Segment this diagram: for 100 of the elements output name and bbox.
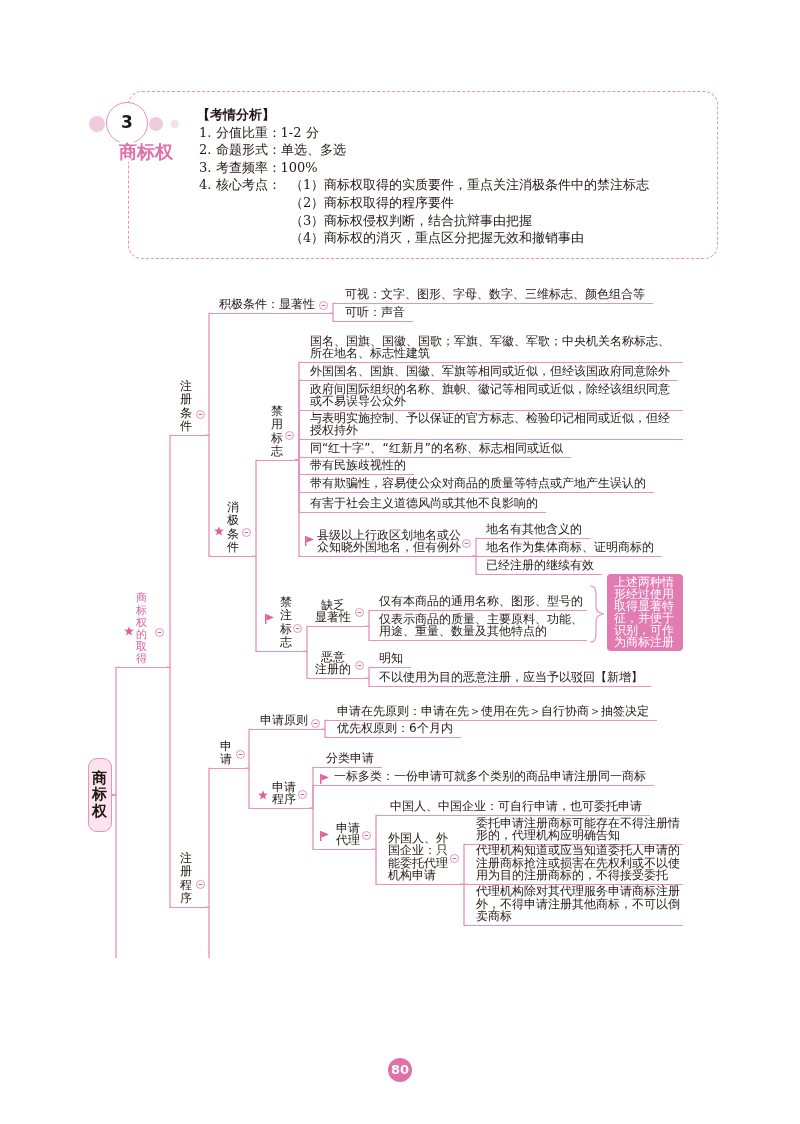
branch-line bbox=[111, 794, 117, 959]
branch-line bbox=[204, 906, 210, 959]
list-item: （4）商标权的消灭，重点区分把握无效和撤销事由 bbox=[290, 230, 585, 246]
topic-node bbox=[252, 715, 321, 730]
topic-text: 分类申请 bbox=[326, 752, 374, 765]
topic-text: 国名、国旗、国徽、国歌；军旗、军徽、军歌；中央机关名称标志、所在地名、标志性建筑 bbox=[310, 334, 671, 360]
topic-text: 注册条件 bbox=[180, 380, 192, 433]
topic-text: 县级以上行政区划地名或公众知晓外国地名，但有例外 bbox=[317, 528, 462, 554]
topic-node bbox=[302, 335, 683, 363]
topic-node bbox=[302, 478, 654, 493]
topic-node bbox=[336, 307, 413, 322]
topic-node bbox=[315, 753, 382, 768]
topic-text: 申请 bbox=[220, 739, 232, 766]
branch-line bbox=[328, 312, 337, 322]
topic-node bbox=[259, 596, 303, 652]
topic-text: 外国人、外国企业：只能委托代理机构申请 bbox=[388, 831, 449, 882]
topic-text: 不以使用为目的恶意注册，应当予以驳回【新增】 bbox=[379, 671, 643, 684]
topic-text: 带有欺骗性，容易使公众对商品的质量等特点或产地产生误认的 bbox=[310, 477, 646, 490]
topic-text: 注册程序 bbox=[180, 852, 192, 905]
topic-text: 地名有其他含义的 bbox=[486, 523, 582, 536]
branch-line bbox=[364, 677, 372, 687]
topic-node bbox=[302, 443, 571, 458]
topic-node bbox=[371, 596, 587, 611]
topic-node bbox=[302, 460, 414, 475]
topic-text: 积极条件：显著性 bbox=[219, 298, 316, 311]
list-item: 3. 考查频率：100% bbox=[199, 159, 318, 176]
topic-text: 一标多类：一份申请可就多个类别的商品申请注册同一商标 bbox=[334, 770, 646, 783]
topic-node bbox=[378, 832, 460, 885]
page-number: 80 bbox=[388, 1058, 412, 1082]
topic-text: 可听：声音 bbox=[345, 306, 405, 319]
note-box bbox=[607, 574, 683, 651]
list-item: 2. 命题形式：单选、多选 bbox=[199, 142, 346, 158]
topic-text: 明知 bbox=[379, 652, 403, 665]
topic-node bbox=[478, 524, 590, 539]
topic-node bbox=[120, 590, 166, 668]
branch-line bbox=[204, 434, 213, 557]
topic-node bbox=[467, 817, 683, 845]
list-item: （2）商标权取得的程序要件 bbox=[290, 195, 455, 211]
topic-text: 优先权原则：6个月内 bbox=[337, 722, 453, 735]
note-text: 上述两种情形经过使用取得显著特征，并便于识别，可作为商标注册 bbox=[614, 576, 675, 648]
topic-node bbox=[172, 380, 205, 436]
topic-node bbox=[212, 738, 245, 769]
topic-node bbox=[252, 779, 309, 809]
topic-text: 代理机构除对其代理服务申请商标注册外，不得申请注册其他商标，不可以倒卖商标 bbox=[476, 885, 681, 923]
topic-node bbox=[302, 383, 683, 411]
topic-text: 带有民族歧视性的 bbox=[310, 459, 406, 472]
topic-node bbox=[478, 542, 662, 557]
section-title: 商标权 bbox=[119, 142, 173, 162]
topic-text: 委托申请注册商标可能存在不得注册情形的，代理机构应明确告知 bbox=[476, 816, 681, 842]
root-topic-text: 商标权 bbox=[92, 769, 108, 820]
topic-node bbox=[328, 706, 657, 721]
topic-text: 申请程序 bbox=[271, 780, 297, 806]
topic-node bbox=[378, 801, 650, 816]
topic-node bbox=[259, 405, 295, 461]
branch-line bbox=[294, 459, 303, 557]
topic-text: 禁用标志 bbox=[271, 405, 283, 458]
branch-line bbox=[371, 848, 379, 885]
topic-node bbox=[302, 528, 472, 557]
branch-line bbox=[459, 883, 468, 926]
topic-node bbox=[336, 289, 653, 304]
topic-node bbox=[371, 672, 651, 687]
topic-text: 可视：文字、图形、字母、数字、三维标志、颜色组合等 bbox=[345, 288, 645, 301]
panel-heading: 【考情分析】 bbox=[197, 107, 275, 123]
list-item: （1）商标权取得的实质要件，重点关注消极条件中的禁注标志 bbox=[290, 177, 650, 193]
topic-text: 地名作为集体商标、证明商标的 bbox=[486, 541, 654, 554]
topic-node bbox=[315, 771, 654, 786]
topic-node bbox=[302, 498, 546, 513]
topic-node bbox=[315, 821, 372, 850]
topic-node bbox=[371, 654, 411, 668]
topic-node bbox=[328, 723, 461, 738]
branch-line bbox=[471, 555, 479, 575]
topic-node bbox=[302, 366, 678, 381]
list-item: （3）商标权侵权判断，结合抗辩事由把握 bbox=[290, 212, 533, 229]
topic-text: 申请原则 bbox=[260, 714, 309, 727]
number-badge bbox=[106, 102, 148, 144]
branch-line bbox=[302, 650, 310, 679]
topic-text: 申请在先原则：申请在先＞使用在先＞自行协商＞抽签决定 bbox=[337, 705, 649, 718]
topic-node bbox=[172, 852, 205, 908]
topic-text: 仅表示商品的质量、主要原料、功能、用途、重量、数量及其他特点的 bbox=[379, 612, 584, 638]
topic-text: 政府间国际组织的名称、旗帜、徽记等相同或近似，除经该组织同意或不易误导公众外 bbox=[310, 382, 671, 408]
topic-text: 缺乏显著性 bbox=[314, 598, 352, 624]
topic-node bbox=[212, 296, 329, 314]
topic-text: 与表明实施控制、予以保证的官方标志、检验印记相同或近似，但经授权持外 bbox=[310, 411, 671, 437]
topic-node bbox=[212, 500, 252, 557]
list-item: 1. 分值比重：1-2 分 bbox=[199, 124, 319, 141]
branch-line bbox=[165, 666, 173, 908]
topic-text: 已经注册的继续有效 bbox=[486, 559, 594, 572]
topic-text: 仅有本商品的通用名称、图形、型号的 bbox=[379, 595, 584, 608]
branch-line bbox=[244, 767, 253, 809]
topic-text: 商标权的取得 bbox=[136, 592, 147, 665]
topic-text: 同“红十字”、“红新月”的名称、标志相同或近似 bbox=[310, 442, 563, 455]
topic-text: 中国人、中国企业：可自行申请，也可委托申请 bbox=[390, 800, 642, 813]
topic-text: 申请代理 bbox=[335, 821, 361, 847]
topic-text: 消极条件 bbox=[227, 501, 239, 554]
topic-text: 禁注标志 bbox=[280, 596, 292, 649]
branch-line bbox=[251, 555, 260, 652]
topic-text: 代理机构知道或应当知道委托人申请的注册商标抢注或损害在先权利或不以使用为目的注册商标的，不得接受委托 bbox=[476, 844, 681, 882]
topic-node bbox=[371, 613, 587, 641]
topic-text: 恶意注册的 bbox=[314, 650, 352, 676]
topic-node bbox=[302, 412, 683, 440]
